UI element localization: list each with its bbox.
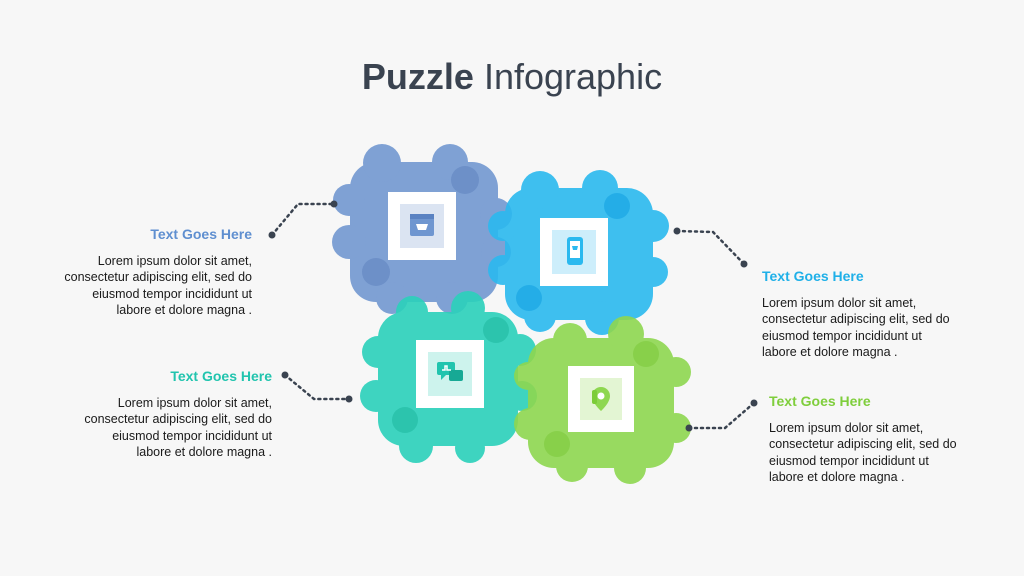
text-block-1: Text Goes Here Lorem ipsum dolor sit ame… — [62, 226, 252, 319]
connector-3-dot-b — [345, 395, 353, 403]
connector-2 — [675, 229, 746, 266]
text-block-1-heading: Text Goes Here — [150, 226, 252, 242]
connector-4 — [687, 401, 756, 430]
text-block-4: Text Goes Here Lorem ipsum dolor sit ame… — [769, 393, 959, 486]
text-block-3-heading: Text Goes Here — [170, 368, 272, 384]
text-block-2-heading: Text Goes Here — [762, 268, 864, 284]
connector-3 — [283, 373, 351, 401]
connector-3-dot-a — [281, 371, 289, 379]
page-title: Puzzle Infographic — [0, 56, 1024, 98]
text-block-2: Text Goes Here Lorem ipsum dolor sit ame… — [762, 268, 956, 361]
inner-square-blue — [388, 192, 456, 260]
connector-1 — [270, 202, 336, 237]
inner-square-sky — [540, 218, 608, 286]
inner-square-teal — [416, 340, 484, 408]
connector-2-dot-a — [673, 227, 681, 235]
text-block-1-body: Lorem ipsum dolor sit amet, consectetur … — [64, 253, 252, 318]
chat-like-icon — [437, 362, 463, 381]
connector-1-dot-b — [330, 200, 338, 208]
inner-square-green — [568, 366, 634, 432]
connector-1-dot-a — [268, 231, 276, 239]
text-block-4-heading: Text Goes Here — [769, 393, 871, 409]
title-light: Infographic — [483, 56, 663, 97]
text-block-2-body: Lorem ipsum dolor sit amet, consectetur … — [762, 295, 950, 360]
connector-4-dot-b — [750, 399, 758, 407]
text-block-4-body: Lorem ipsum dolor sit amet, consectetur … — [769, 420, 957, 485]
title-bold: Puzzle — [361, 56, 474, 97]
text-block-3: Text Goes Here Lorem ipsum dolor sit ame… — [82, 368, 272, 461]
location-pin-icon — [592, 387, 610, 411]
shop-icon — [410, 214, 434, 236]
connector-2-dot-b — [740, 260, 748, 268]
connector-4-dot-a — [685, 424, 693, 432]
text-block-3-body: Lorem ipsum dolor sit amet, consectetur … — [84, 395, 272, 460]
mobile-cart-icon — [567, 237, 583, 265]
